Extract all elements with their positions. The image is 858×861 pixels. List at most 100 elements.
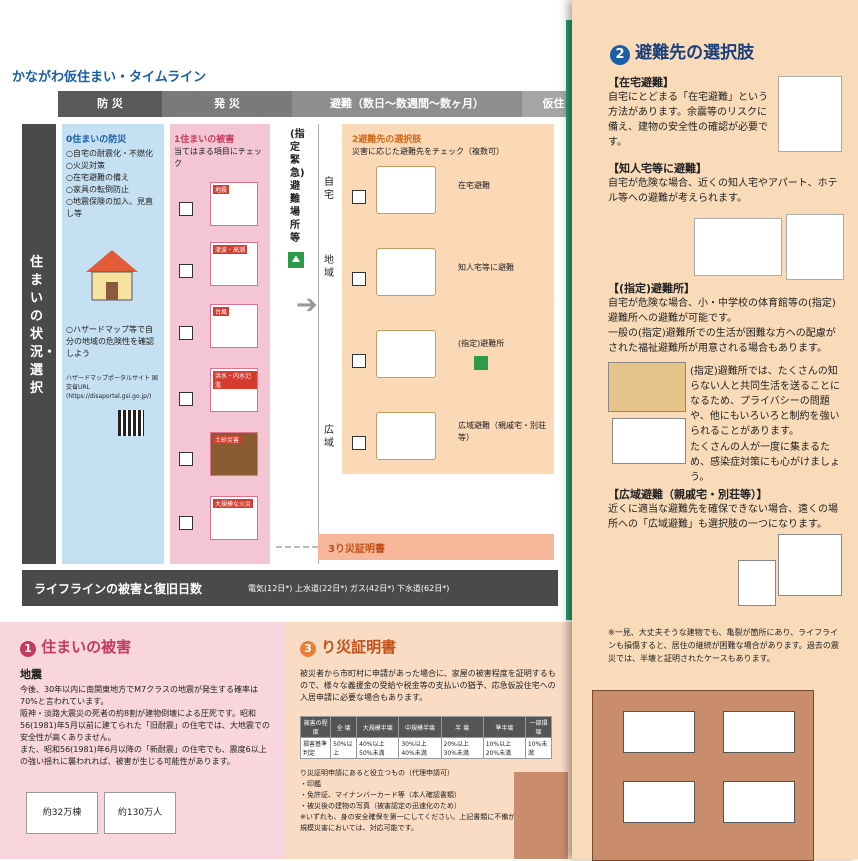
bosai-header: 0住まいの防災	[66, 135, 127, 145]
table-header: 中規模半壊	[398, 716, 442, 738]
option-home-label: 在宅避難	[458, 181, 490, 190]
paragraph: 阪神・淡路大震災の死者の約8割が建物倒壊による圧死です。昭和56(1981)年5…	[20, 709, 270, 742]
stat-box: 約32万棟	[26, 792, 98, 834]
checkbox-acquaintance[interactable]	[352, 272, 366, 286]
option-wide-area-label: 広域避難（親戚宅・別荘等）	[458, 421, 546, 442]
checkbox-flood[interactable]	[179, 392, 193, 406]
row-label-home: 自宅	[324, 177, 334, 201]
number-badge: 1	[20, 641, 36, 657]
section-body: 今後、30年以内に南関東地方でM7クラスの地震が発生する確率は70%と言われてい…	[20, 684, 270, 768]
table-header: 準半壊	[482, 716, 526, 738]
needs-heading: り災証明申請にあると役立つもの（代理申請可）	[300, 769, 454, 777]
acquaintance-illustration	[786, 214, 844, 280]
damaged-building-illustration	[592, 690, 814, 861]
damage-column: 1住まいの被害 当てはまる項目にチェック 地震 津波・高潮 台風 洪水・内水氾濫…	[170, 124, 270, 564]
dashed-connector	[276, 546, 318, 548]
option-thumb-home	[376, 166, 436, 214]
paragraph: また、昭和56(1981)年6月以降の「新耐震」の住宅でも、震度6以上の強い揺れ…	[20, 745, 267, 766]
left-band-label: 住まいの状況・選択	[30, 255, 57, 396]
checkbox-home-shelter[interactable]	[352, 190, 366, 204]
checkbox-landslide[interactable]	[179, 452, 193, 466]
damage-sub: 当てはまる項目にチェック	[174, 147, 262, 168]
bosai-column: 0住まいの防災 ○自宅の耐震化・不燃化 ○火災対策 ○在宅避難の備え ○家具の転…	[62, 124, 164, 564]
bosai-item: ○家具の転倒防止	[66, 185, 129, 194]
building-illustration	[514, 772, 568, 859]
checkbox-typhoon[interactable]	[179, 326, 193, 340]
stat-box: 約130万人	[104, 792, 176, 834]
damage-thumb-flood: 洪水・内水氾濫	[210, 368, 258, 412]
paragraph: 今後、30年以内に南関東地方でM7クラスの地震が発生する確率は70%と言われてい…	[20, 685, 259, 706]
table-header: 被害の程度	[299, 716, 332, 738]
home-shelter-illustration	[778, 76, 842, 152]
panel-section-text: たくさんの人が一度に集まるため、感染症対策にも心がけましょう。	[690, 442, 840, 483]
section-body: 被災者から市町村に申請があった場合に、家屋の被害程度を証明するもので、様々な義援…	[300, 669, 556, 702]
number-badge: 3	[300, 641, 316, 657]
option-thumb-evac-center	[376, 330, 436, 378]
divider	[318, 124, 319, 564]
damage-table: 被害の程度 全 壊 大規模半壊 中規模半壊 半 壊 準半壊 一部損壊 損害基準判…	[299, 716, 553, 759]
panel-section-text: 自宅にとどまる「在宅避難」という方法があります。余震等のリスクに備え、建物の安全…	[608, 92, 768, 148]
shelter-label: (指定緊急)避難場所等	[290, 129, 305, 244]
phase-hinan: 避難（数日〜数週間〜数ヶ月）	[292, 91, 522, 117]
checkbox-wide-area[interactable]	[352, 436, 366, 450]
panel-section-head: 【広域避難（親戚宅・別荘等）】	[608, 488, 768, 501]
table-header: 半 壊	[440, 716, 484, 738]
evacuation-options-panel: 2 避難先の選択肢 【在宅避難】 自宅にとどまる「在宅避難」という方法があります…	[572, 0, 858, 861]
table-header: 一部損壊	[524, 716, 553, 738]
table-cell: 10%未満	[524, 737, 553, 759]
table-row: 損害基準判定 50%以上 40%以上50%未満 30%以上40%未満 20%以上…	[299, 737, 553, 759]
table-header: 全 壊	[330, 716, 358, 738]
panel-section-head: 【在宅避難】	[608, 76, 674, 89]
lifeline-bar: ライフラインの被害と復旧日数 電気(12日*) 上水道(22日*) ガス(42日…	[22, 570, 558, 606]
house-illustration	[86, 250, 138, 301]
section-certificate: 3 り災証明書 被災者から市町村に申請があった場合に、家屋の被害程度を証明するも…	[286, 622, 572, 859]
portal-url[interactable]: ハザードマップポータルサイト 国交省URL (https://disaporta…	[66, 375, 158, 400]
section-sub: 地震	[20, 668, 42, 681]
bosai-item: ○在宅避難の備え	[66, 173, 129, 182]
number-badge: 2	[610, 45, 630, 65]
checkbox-earthquake[interactable]	[179, 202, 193, 216]
list-item: ・被災後の建物の写真（被害認定の迅速化のため）	[300, 802, 461, 810]
traveler-illustration	[738, 560, 776, 606]
panel-section-text: (指定)避難所では、たくさんの知らない人と共同生活を送ることになるため、プライバ…	[690, 366, 840, 437]
qr-code-icon	[118, 410, 144, 436]
table-cell: 30%以上40%未満	[398, 737, 442, 759]
row-label-wide: 広域	[324, 425, 334, 449]
checkbox-fire[interactable]	[179, 516, 193, 530]
partition-illustration	[612, 418, 686, 464]
damage-thumb-landslide: 土砂災害	[210, 432, 258, 476]
damage-thumb-fire: 大規模な火災	[210, 496, 258, 540]
certificate-bar: 3り災証明書	[318, 534, 554, 560]
panel-section-head: 【(指定)避難所】	[608, 282, 696, 295]
option-thumb-acquaintance	[376, 248, 436, 296]
section-title: 住まいの被害	[41, 638, 132, 656]
panel-edge	[566, 20, 576, 620]
choices-header: 2避難先の選択肢	[352, 135, 422, 145]
needs-list: り災証明申請にあると役立つもの（代理申請可） ・印鑑 ・免許証、マイナンバーカー…	[300, 768, 550, 834]
panel-section-head: 【知人宅等に避難】	[608, 162, 707, 175]
panel-section-text: 自宅が危険な場合、小・中学校の体育館等の(指定)避難所への避難が可能です。	[608, 298, 836, 324]
checkbox-tsunami[interactable]	[179, 264, 193, 278]
evac-sign-icon	[474, 356, 488, 370]
option-evac-center-label: (指定)避難所	[458, 339, 505, 348]
bosai-items: ○自宅の耐震化・不燃化 ○火災対策 ○在宅避難の備え ○家具の転倒防止 ○地震保…	[66, 148, 160, 220]
panel-title: 避難先の選択肢	[635, 43, 755, 63]
arrow-right-icon: ➔	[296, 290, 318, 320]
damage-header: 1住まいの被害	[174, 135, 235, 145]
phase-bar: 防 災 発 災 避難（数日〜数週間〜数ヶ月） 仮住まい（	[58, 91, 618, 117]
bosai-item: ○地震保険の加入、見直し等	[66, 197, 153, 218]
choices-column: 2避難先の選択肢 災害に応じた避難先をチェック（複数可） 在宅避難 知人宅等に避…	[342, 124, 554, 474]
timeline-title: かながわ仮住まい・タイムライン	[12, 70, 207, 85]
table-header: 大規模半壊	[356, 716, 400, 738]
table-cell: 50%以上	[330, 737, 358, 759]
list-item: ・免許証、マイナンバーカード等（本人確認書類）	[300, 791, 461, 799]
checkbox-evac-center[interactable]	[352, 354, 366, 368]
panel-note: ※一見、大丈夫そうな建物でも、亀裂が箇所にあり、ライフラインも損傷すると、居住の…	[608, 628, 839, 663]
option-thumb-wide-area	[376, 412, 436, 460]
choices-sub: 災害に応じた避難先をチェック（複数可）	[352, 147, 504, 156]
shelter-sign-icon: ⛰	[288, 252, 304, 268]
certificate-bar-label: 3り災証明書	[328, 544, 385, 555]
hotel-document-illustration	[694, 218, 782, 276]
section-title-row: 3 り災証明書	[300, 636, 396, 657]
panel-section-text: 自宅が危険な場合、近くの知人宅やアパート、ホテル等への避難が考えられます。	[608, 178, 838, 204]
